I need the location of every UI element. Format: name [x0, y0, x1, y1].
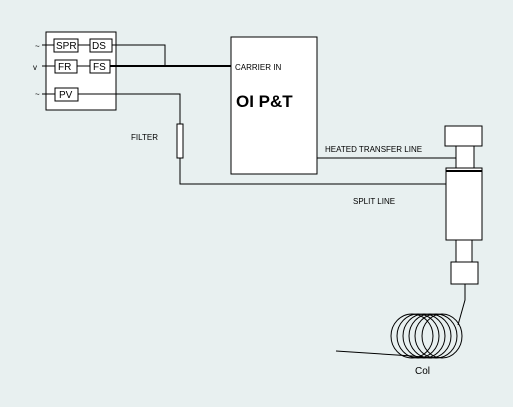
injector-top-cap	[444, 125, 483, 147]
column-outlet	[335, 350, 433, 359]
fr-label: FR	[58, 62, 71, 73]
ds-label: DS	[92, 41, 106, 52]
filter	[176, 123, 184, 159]
split-line	[179, 158, 447, 185]
split-line-label: SPLIT LINE	[353, 197, 395, 206]
heated-transfer-line-label: HEATED TRANSFER LINE	[325, 145, 422, 154]
fs-label: FS	[93, 62, 106, 73]
purge-trap-title: OI P&T	[236, 92, 293, 111]
column-tubing	[457, 284, 466, 326]
injector-neck	[455, 145, 475, 169]
purge-trap-box	[230, 36, 318, 175]
injector-body	[445, 167, 483, 241]
filter-label: FILTER	[131, 133, 158, 142]
inlet-symbol-3: ~	[35, 90, 40, 99]
column-coil	[390, 313, 463, 359]
pv-line	[78, 93, 181, 124]
spr-label: SPR	[56, 41, 77, 52]
injector-lower-neck	[455, 239, 473, 263]
column-nut	[450, 261, 479, 285]
column-label: Col	[415, 366, 430, 377]
pv-label: PV	[59, 90, 73, 101]
inlet-symbol-2: v	[33, 63, 37, 72]
inlet-symbol-1: ~	[35, 42, 40, 51]
ds-outlet-line	[112, 44, 166, 66]
carrier-in-label: CARRIER IN	[235, 63, 281, 72]
